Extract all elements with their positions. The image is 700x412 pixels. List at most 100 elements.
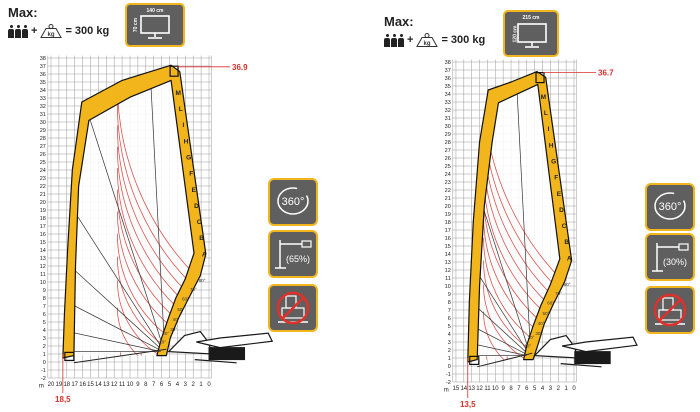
y-tick-label: 27: [445, 148, 451, 154]
machine-tracks: [574, 351, 611, 365]
y-tick-label: 3: [43, 336, 46, 342]
y-tick-label: 1: [43, 352, 46, 358]
y-unit-label: m: [39, 384, 44, 390]
y-tick-label: 26: [40, 152, 46, 158]
y-tick-label: -1: [41, 368, 46, 374]
interior-fill: [73, 80, 194, 356]
y-tick-label: 7: [43, 304, 46, 310]
boom-section-label: F: [189, 171, 193, 178]
machine-tracks: [208, 347, 246, 361]
machine-icon: [533, 334, 638, 368]
x-tick-label: 15: [453, 386, 460, 392]
y-tick-label: 9: [43, 288, 46, 294]
svg-text:kg: kg: [424, 41, 431, 47]
x-tick-label: 12: [476, 386, 483, 392]
weight-kg-icon: kg: [40, 24, 63, 38]
y-tick-label: 15: [445, 244, 451, 250]
boom-angle-line: [515, 84, 532, 357]
x-tick-label: 6: [160, 382, 164, 388]
x-tick-label: 14: [95, 382, 102, 388]
y-tick-label: -1: [446, 372, 451, 378]
three-persons-icon: [384, 33, 404, 47]
x-tick-label: 15: [87, 382, 94, 388]
x-tick-label: 7: [152, 382, 156, 388]
x-tick-label: 11: [119, 382, 126, 388]
y-tick-label: 21: [445, 196, 451, 202]
x-tick-label: 11: [484, 386, 491, 392]
y-tick-label: 31: [40, 112, 46, 118]
boom-section-label: M: [541, 94, 546, 101]
x-tick-label: 8: [509, 386, 513, 392]
y-tick-label: 27: [40, 144, 46, 150]
max-load-info-left: Max: + kg = 300 kg: [8, 5, 109, 38]
outreach-percent-icon: (30%): [645, 233, 695, 281]
x-tick-label: 5: [168, 382, 172, 388]
y-tick-label: 23: [40, 176, 46, 182]
boom-envelope: [62, 64, 207, 359]
boom-angle-line: [73, 327, 165, 353]
boom-angle-line: [477, 287, 531, 357]
y-tick-label: 28: [445, 140, 451, 146]
x-tick-label: 3: [549, 386, 553, 392]
x-tick-label: 10: [127, 382, 134, 388]
y-tick-label: 15: [40, 240, 46, 246]
y-tick-label: 28: [40, 136, 46, 142]
envelope-interior: [477, 84, 560, 360]
angle-label: 10°: [159, 340, 166, 345]
y-tick-label: 24: [445, 172, 451, 178]
y-tick-label: 17: [40, 224, 46, 230]
y-tick-label: 34: [445, 92, 451, 98]
y-tick-label: 20: [445, 204, 451, 210]
boom-section-label: L: [544, 110, 548, 117]
max-height-label: 36.7: [598, 68, 614, 77]
y-tick-label: 3: [448, 340, 451, 346]
angle-label: 20°: [528, 335, 535, 340]
reach-arc: [483, 87, 560, 360]
boom-angle-line: [73, 174, 166, 353]
envelope-interior: [73, 80, 194, 356]
angle-label: 20°: [162, 331, 169, 336]
angle-label: 40°: [538, 321, 545, 326]
x-tick-label: 4: [541, 386, 545, 392]
working-range-chart-left: -2-1012345678910111213141516171819202122…: [39, 55, 274, 404]
y-tick-label: 33: [40, 96, 46, 102]
y-tick-label: 6: [43, 312, 46, 318]
y-tick-label: 32: [40, 104, 46, 110]
x-tick-label: 18: [63, 382, 70, 388]
y-tick-label: 37: [40, 64, 46, 70]
y-tick-label: 2: [448, 348, 451, 354]
x-tick-label: 16: [79, 382, 86, 388]
reach-arc: [483, 150, 560, 360]
machine-boom-rest: [562, 336, 638, 353]
angle-label: 30°: [170, 327, 177, 332]
svg-text:(30%): (30%): [663, 257, 687, 267]
y-tick-label: 14: [40, 248, 46, 254]
y-tick-label: 23: [445, 180, 451, 186]
x-tick-label: 3: [184, 382, 188, 388]
x-tick-label: 17: [71, 382, 78, 388]
monitor-icon: [517, 23, 547, 48]
x-tick-label: 2: [192, 382, 196, 388]
boom-section-label: D: [559, 207, 564, 214]
y-tick-label: 0: [43, 360, 46, 366]
reach-arc: [116, 146, 194, 356]
y-tick-label: 7: [448, 308, 451, 314]
boom-section-label: D: [194, 203, 199, 210]
angle-label: 70°: [555, 291, 562, 296]
x-tick-label: 7: [517, 386, 521, 392]
y-unit-label: m: [444, 388, 449, 394]
machine-boom-rest: [196, 332, 274, 349]
y-tick-label: 4: [448, 332, 451, 338]
y-tick-label: 37: [445, 68, 451, 74]
y-tick-label: 25: [445, 164, 451, 170]
boom-section-label: E: [192, 187, 197, 194]
boom-section-label: G: [551, 158, 556, 165]
y-tick-label: 35: [40, 80, 46, 86]
reach-arc: [483, 284, 560, 360]
load-value: = 300 kg: [65, 25, 110, 37]
boom-section-label: G: [186, 154, 191, 161]
x-tick-label: 0: [207, 382, 211, 388]
x-tick-label: 6: [525, 386, 529, 392]
angle-label: 70°: [190, 287, 197, 292]
y-tick-label: 30: [40, 120, 46, 126]
